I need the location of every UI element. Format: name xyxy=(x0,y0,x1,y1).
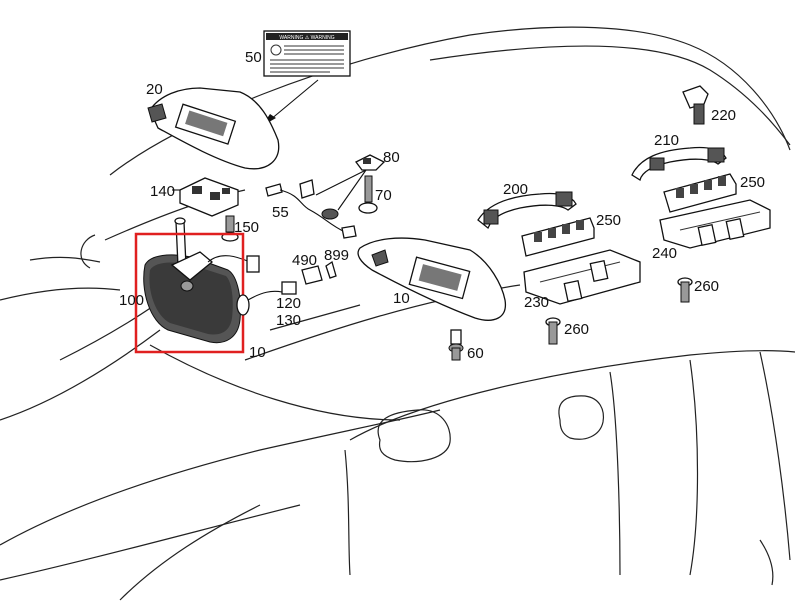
callout-140: 140 xyxy=(150,183,175,200)
callout-220: 220 xyxy=(711,107,736,124)
harness-part-55 xyxy=(265,179,357,239)
bracket-part-80 xyxy=(355,154,386,171)
sun-visor-right-part-10 xyxy=(357,237,507,321)
callout-60: 60 xyxy=(467,345,484,362)
callout-20: 20 xyxy=(146,81,163,98)
callout-230: 230 xyxy=(524,294,549,311)
callout-899: 899 xyxy=(324,247,349,264)
sun-visor-left-part-20 xyxy=(147,87,280,170)
screw-part-60 xyxy=(448,329,464,361)
callout-210: 210 xyxy=(654,132,679,149)
callout-50: 50 xyxy=(245,49,262,66)
callout-80: 80 xyxy=(383,149,400,166)
bracket-part-250-left xyxy=(521,217,595,257)
callout-200: 200 xyxy=(503,181,528,198)
callout-490: 490 xyxy=(292,252,317,269)
clip-part-220 xyxy=(682,85,709,125)
callout-120: 120 xyxy=(276,295,301,312)
callout-240: 240 xyxy=(652,245,677,262)
callout-55: 55 xyxy=(272,204,289,221)
callout-150: 150 xyxy=(234,219,259,236)
rearview-mirror-part-100 xyxy=(143,217,260,344)
holder-part-140 xyxy=(179,177,239,217)
bracket-part-250-right xyxy=(663,173,737,213)
connector-part-120-130 xyxy=(236,281,297,316)
warning-label-part-50: WARNING ⚠ WARNING xyxy=(263,30,351,77)
screw-part-260-right xyxy=(677,277,693,303)
callout-70: 70 xyxy=(375,187,392,204)
mount-plate-part-240 xyxy=(659,199,771,249)
callout-100: 100 xyxy=(119,292,144,309)
screw-part-70 xyxy=(358,175,378,214)
callout-10-mirror: 10 xyxy=(249,344,266,361)
car-body-outline xyxy=(0,26,795,601)
callout-260-right: 260 xyxy=(694,278,719,295)
callout-130: 130 xyxy=(276,312,301,329)
callout-10-right-visor: 10 xyxy=(393,290,410,307)
highlight-box xyxy=(134,232,245,354)
clip-part-899 xyxy=(325,260,337,279)
screw-part-260-left xyxy=(545,317,561,345)
callout-250-right: 250 xyxy=(740,174,765,191)
grab-handle-part-200 xyxy=(477,191,577,230)
grab-handle-part-210 xyxy=(631,146,727,182)
warning-label-text: WARNING ⚠ WARNING xyxy=(279,35,334,41)
callout-250-left: 250 xyxy=(596,212,621,229)
callout-260-left: 260 xyxy=(564,321,589,338)
bulb-part-490 xyxy=(301,265,323,285)
mount-plate-part-230 xyxy=(523,249,641,305)
callout-labels: 50 20 220 210 80 200 250 140 70 55 150 2… xyxy=(119,49,765,362)
